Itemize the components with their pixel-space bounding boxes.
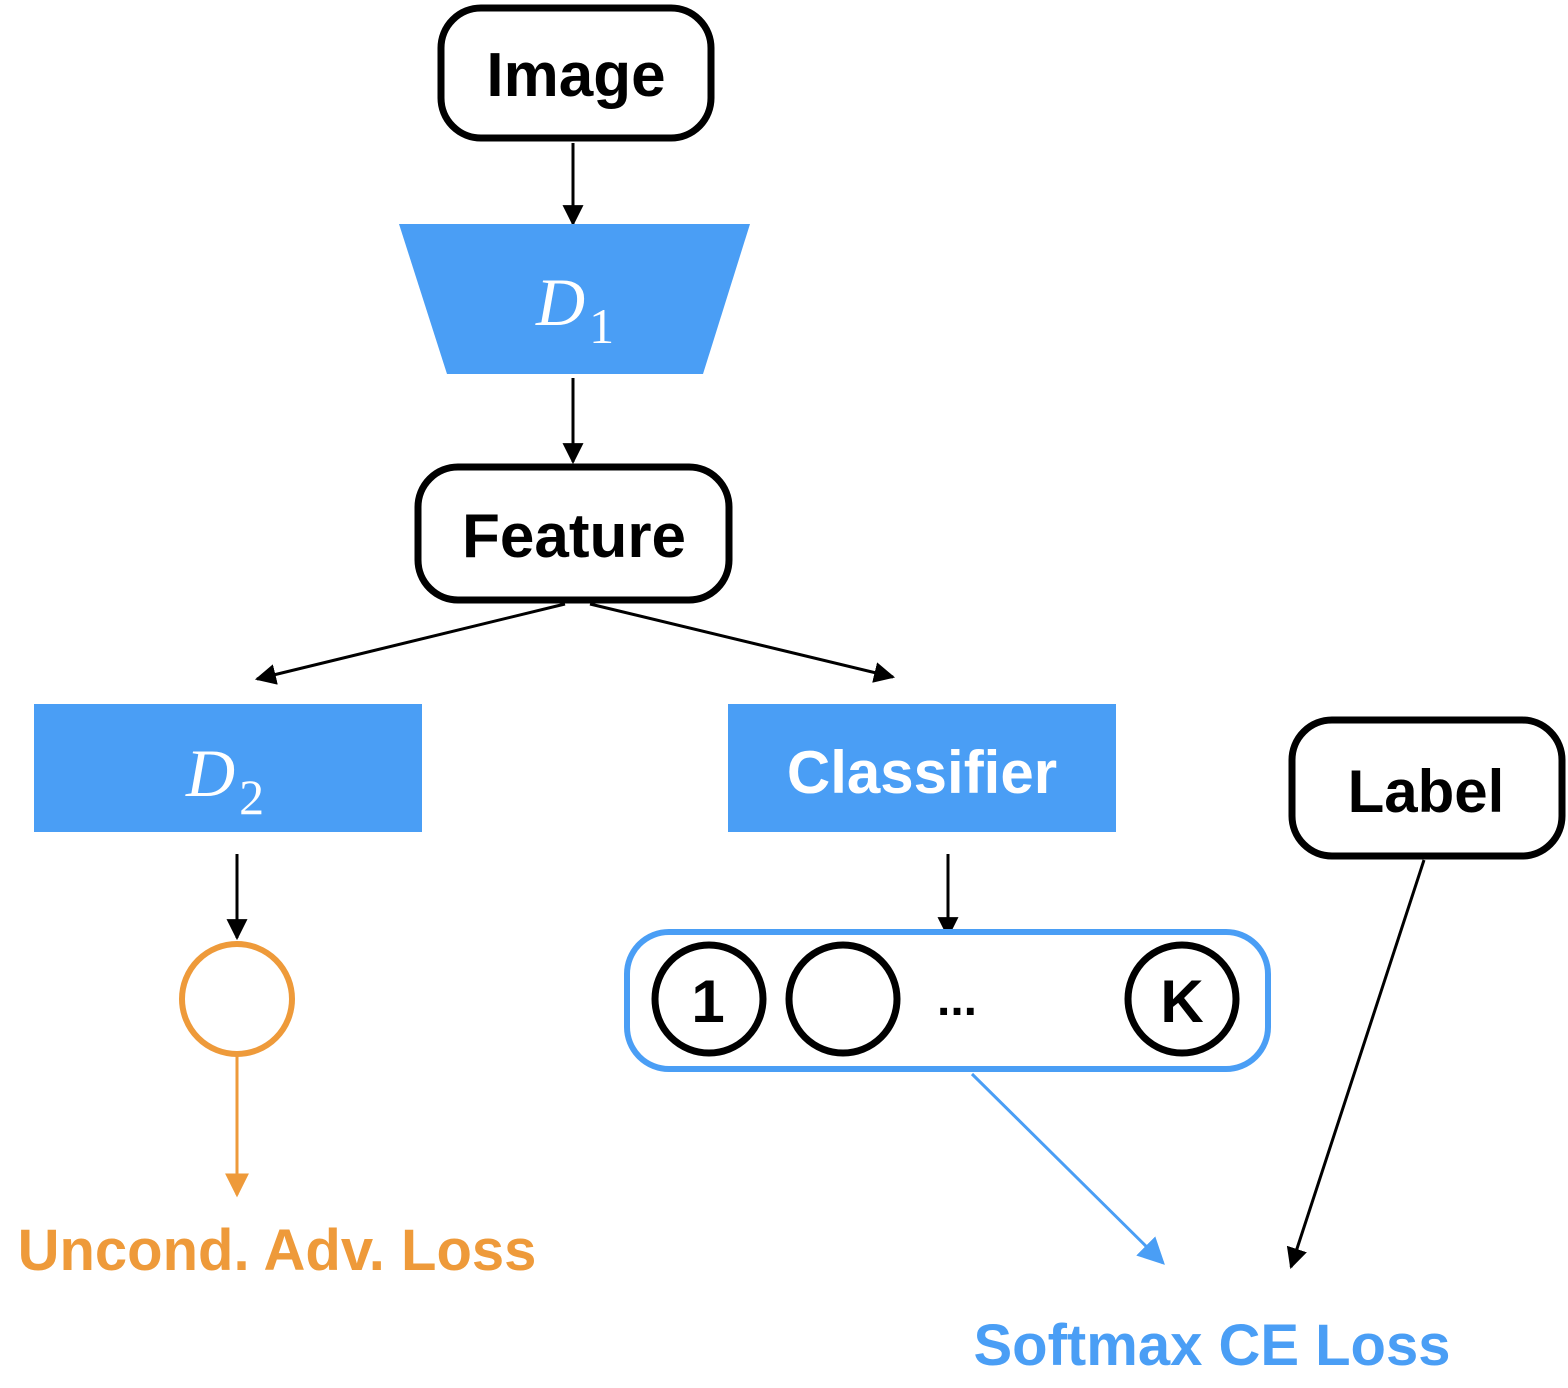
classifier-node-label: Classifier <box>787 739 1057 806</box>
d1-symbol: D1 <box>535 264 614 354</box>
d1-symbol-subscript: 1 <box>589 298 614 354</box>
arrow-logits-to-softmax-loss <box>970 1072 1165 1265</box>
discriminator-output-neuron <box>179 941 295 1057</box>
label-node: Label <box>1288 716 1566 860</box>
softmax-ce-loss-label: Softmax CE Loss <box>974 1313 1451 1378</box>
d1-network-node: D1 <box>399 224 750 374</box>
feature-node: Feature <box>414 463 733 604</box>
d2-network-node: D2 <box>34 704 422 832</box>
logit-unit-k <box>1124 941 1240 1057</box>
d2-symbol-letter: D <box>185 735 235 811</box>
label-node-label: Label <box>1348 758 1505 825</box>
logits-container <box>624 929 1271 1072</box>
d1-trapezoid-shape <box>399 224 750 374</box>
uncond-adv-loss-label: Uncond. Adv. Loss <box>18 1218 537 1283</box>
logit-unit-1 <box>651 941 767 1057</box>
arrow-feature-to-classifier <box>589 602 896 683</box>
d2-box-shape <box>34 704 422 832</box>
classifier-box-shape <box>728 704 1116 832</box>
feature-node-label: Feature <box>462 502 686 571</box>
logit-unit-2 <box>785 941 901 1057</box>
image-node: Image <box>437 4 715 142</box>
arrow-feature-to-d2 <box>254 602 566 685</box>
logit-unit-k-label: K <box>1160 968 1203 1035</box>
d2-symbol: D2 <box>185 735 264 825</box>
logits-group: 1 ... K <box>624 929 1271 1072</box>
logit-unit-1-label: 1 <box>691 968 724 1035</box>
classifier-node: Classifier <box>728 704 1116 832</box>
image-node-label: Image <box>486 41 665 110</box>
arrow-label-to-softmax-loss <box>1286 859 1426 1269</box>
d2-symbol-subscript: 2 <box>239 769 264 825</box>
d1-symbol-letter: D <box>535 264 585 340</box>
logit-ellipsis: ... <box>937 973 977 1026</box>
